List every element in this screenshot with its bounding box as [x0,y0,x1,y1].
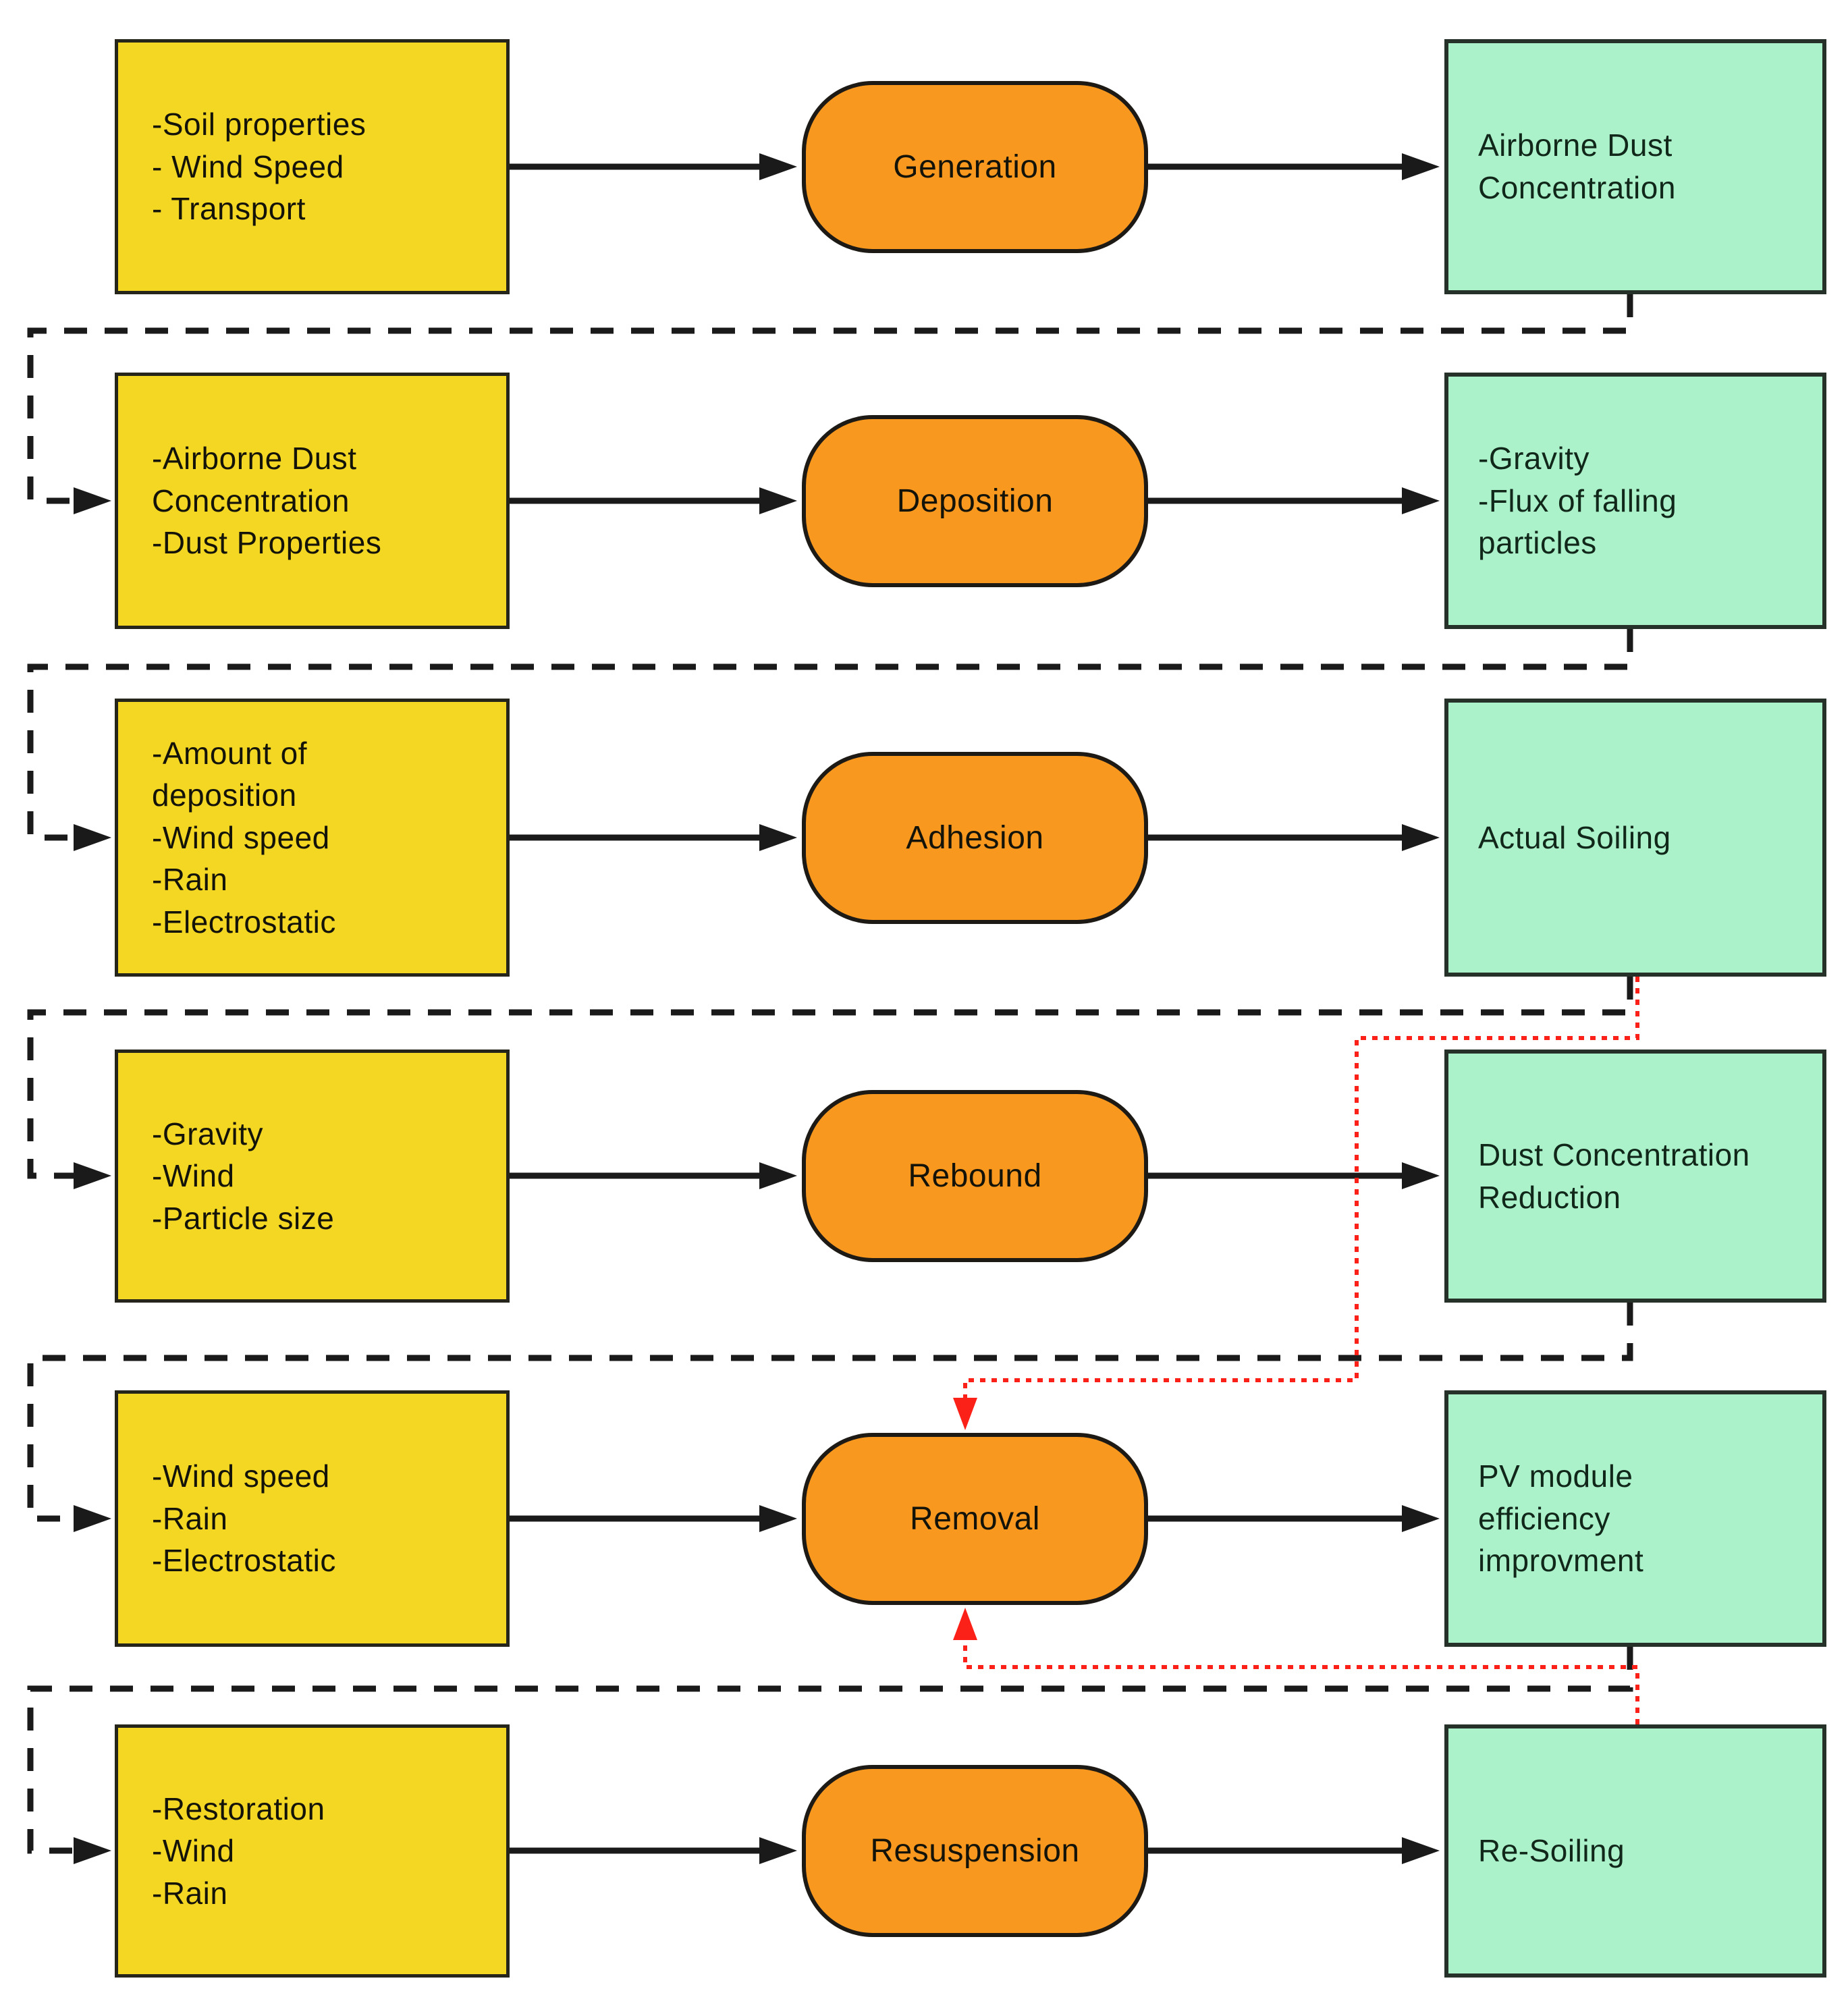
red-feedback-actual-soiling-to-removal [953,977,1639,1430]
feedback-pv-efficiency-to-resuspension [27,1647,1633,1864]
process-pill-removal: Removal [802,1433,1148,1605]
feedback-actual-soiling-to-rebound [27,977,1633,1189]
input-box-adhesion: -Amount of deposition -Wind speed -Rain … [115,699,510,977]
output-box-re-soiling: Re-Soiling [1444,1724,1826,1978]
output-box-gravity-flux: -Gravity -Flux of falling particles [1444,373,1826,629]
output-box-airborne-dust-concentration: Airborne Dust Concentration [1444,39,1826,294]
feedback-dust-reduction-to-removal [27,1303,1633,1532]
feedback-gravity-flux-to-adhesion [27,629,1633,851]
input-box-resuspension: -Restoration -Wind -Rain [115,1724,510,1978]
output-box-dust-concentration-reduction: Dust Concentration Reduction [1444,1050,1826,1303]
input-box-deposition: -Airborne Dust Concentration -Dust Prope… [115,373,510,629]
red-feedback-resoiling-to-removal [953,1608,1639,1724]
input-box-removal: -Wind speed -Rain -Electrostatic [115,1390,510,1647]
input-box-generation: -Soil properties - Wind Speed - Transpor… [115,39,510,294]
input-box-rebound: -Gravity -Wind -Particle size [115,1050,510,1303]
output-box-actual-soiling: Actual Soiling [1444,699,1826,977]
feedback-airborne-dust-to-deposition [27,294,1633,514]
process-pill-adhesion: Adhesion [802,752,1148,924]
process-pill-generation: Generation [802,81,1148,253]
process-pill-rebound: Rebound [802,1090,1148,1262]
process-pill-resuspension: Resuspension [802,1765,1148,1937]
process-pill-deposition: Deposition [802,415,1148,587]
output-box-pv-module-efficiency: PV module efficiency improvment [1444,1390,1826,1647]
